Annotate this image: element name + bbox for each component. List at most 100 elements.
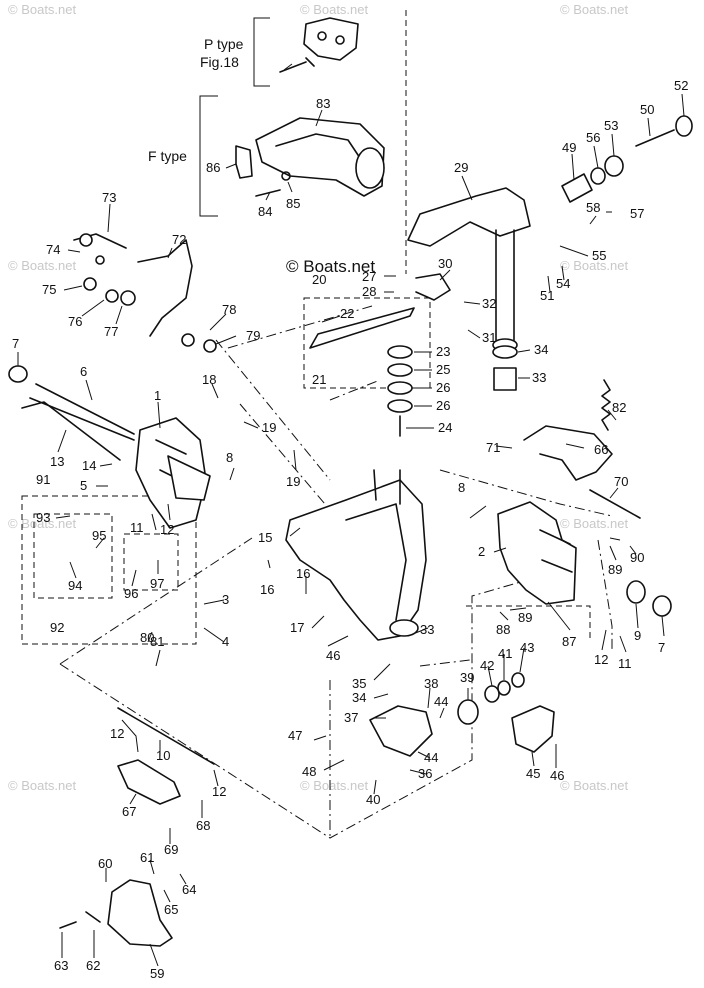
callout-64: 64: [182, 882, 196, 897]
callout-62: 62: [86, 958, 100, 973]
callout-56: 56: [586, 130, 600, 145]
callout-96: 96: [124, 586, 138, 601]
callout-5: 5: [80, 478, 87, 493]
callout-17: 17: [290, 620, 304, 635]
callout-82: 82: [612, 400, 626, 415]
callout-55: 55: [592, 248, 606, 263]
callout-14: 14: [82, 458, 96, 473]
callout-90: 90: [630, 550, 644, 565]
callout-30: 30: [438, 256, 452, 271]
callout-77: 77: [104, 324, 118, 339]
callout-2: 2: [478, 544, 485, 559]
callout-70: 70: [614, 474, 628, 489]
watermark: © Boats.net: [560, 2, 629, 17]
callout-36: 36: [418, 766, 432, 781]
watermark: © Boats.net: [560, 516, 629, 531]
part-drawings: [8, 17, 693, 947]
callout-13: 13: [50, 454, 64, 469]
callout-92: 92: [50, 620, 64, 635]
callout-60: 60: [98, 856, 112, 871]
callout-50: 50: [640, 102, 654, 117]
callout-57: 57: [630, 206, 644, 221]
watermarks: © Boats.net © Boats.net © Boats.net © Bo…: [8, 2, 629, 793]
callout-24: 24: [438, 420, 452, 435]
callout-80: 80: [140, 630, 154, 645]
callout-35: 35: [352, 676, 366, 691]
callout-93: 93: [36, 510, 50, 525]
callout-81: 81: [150, 634, 164, 649]
callout-1: 1: [154, 388, 161, 403]
callout-44: 44: [424, 750, 438, 765]
callout-63: 63: [54, 958, 68, 973]
callout-84: 84: [258, 204, 272, 219]
callout-3: 3: [222, 592, 229, 607]
callout-27: 27: [362, 269, 376, 284]
callout-7: 7: [658, 640, 665, 655]
callout-75: 75: [42, 282, 56, 297]
callout-12: 12: [594, 652, 608, 667]
callout-40: 40: [366, 792, 380, 807]
callout-52: 52: [674, 78, 688, 93]
watermark: © Boats.net: [8, 258, 77, 273]
callout-94: 94: [68, 578, 82, 593]
callout-59: 59: [150, 966, 164, 981]
callout-20: 20: [312, 272, 326, 287]
watermark: © Boats.net: [8, 2, 77, 17]
callout-53: 53: [604, 118, 618, 133]
callout-61: 61: [140, 850, 154, 865]
callout-87: 87: [562, 634, 576, 649]
callout-12: 12: [110, 726, 124, 741]
callout-89: 89: [608, 562, 622, 577]
callout-72: 72: [172, 232, 186, 247]
callout-10: 10: [156, 748, 170, 763]
callout-19: 19: [262, 420, 276, 435]
callout-34: 34: [352, 690, 366, 705]
callout-18: 18: [202, 372, 216, 387]
callout-43: 43: [520, 640, 534, 655]
leader-lines: [17, 63, 685, 967]
variant-labels: P type Fig.18 F type: [148, 17, 270, 217]
callout-39: 39: [460, 670, 474, 685]
callout-65: 65: [164, 902, 178, 917]
callout-9: 9: [634, 628, 641, 643]
watermark: © Boats.net: [300, 778, 369, 793]
callout-11: 11: [618, 656, 632, 671]
callout-42: 42: [480, 658, 494, 673]
watermark: © Boats.net: [300, 2, 369, 17]
callout-15: 15: [258, 530, 272, 545]
callout-23: 23: [436, 344, 450, 359]
callout-31: 31: [482, 330, 496, 345]
f-type-bracket: [199, 95, 218, 217]
callout-47: 47: [288, 728, 302, 743]
watermark: © Boats.net: [560, 778, 629, 793]
callout-66: 66: [594, 442, 608, 457]
callout-29: 29: [454, 160, 468, 175]
callout-69: 69: [164, 842, 178, 857]
callout-38: 38: [424, 676, 438, 691]
callout-76: 76: [68, 314, 82, 329]
watermark-center: © Boats.net: [286, 257, 375, 276]
callout-74: 74: [46, 242, 60, 257]
callout-37: 37: [344, 710, 358, 725]
callout-88: 88: [496, 622, 510, 637]
callout-8: 8: [458, 480, 465, 495]
callout-91: 91: [36, 472, 50, 487]
callout-89: 89: [518, 610, 532, 625]
callout-16: 16: [260, 582, 274, 597]
callout-34: 34: [534, 342, 548, 357]
callout-numbers: 83 86 84 85 29 49 56 53 50 52 58 57 55 5…: [12, 78, 688, 981]
watermark: © Boats.net: [8, 516, 77, 531]
callout-41: 41: [498, 646, 512, 661]
callout-67: 67: [122, 804, 136, 819]
callout-33: 33: [532, 370, 546, 385]
callout-45: 45: [526, 766, 540, 781]
callout-95: 95: [92, 528, 106, 543]
callout-28: 28: [362, 284, 376, 299]
p-type-label: P type: [204, 36, 244, 52]
p-type-figure-label: Fig.18: [200, 54, 239, 70]
callout-71: 71: [486, 440, 500, 455]
callout-26: 26: [436, 398, 450, 413]
callout-83: 83: [316, 96, 330, 111]
callout-54: 54: [556, 276, 570, 291]
